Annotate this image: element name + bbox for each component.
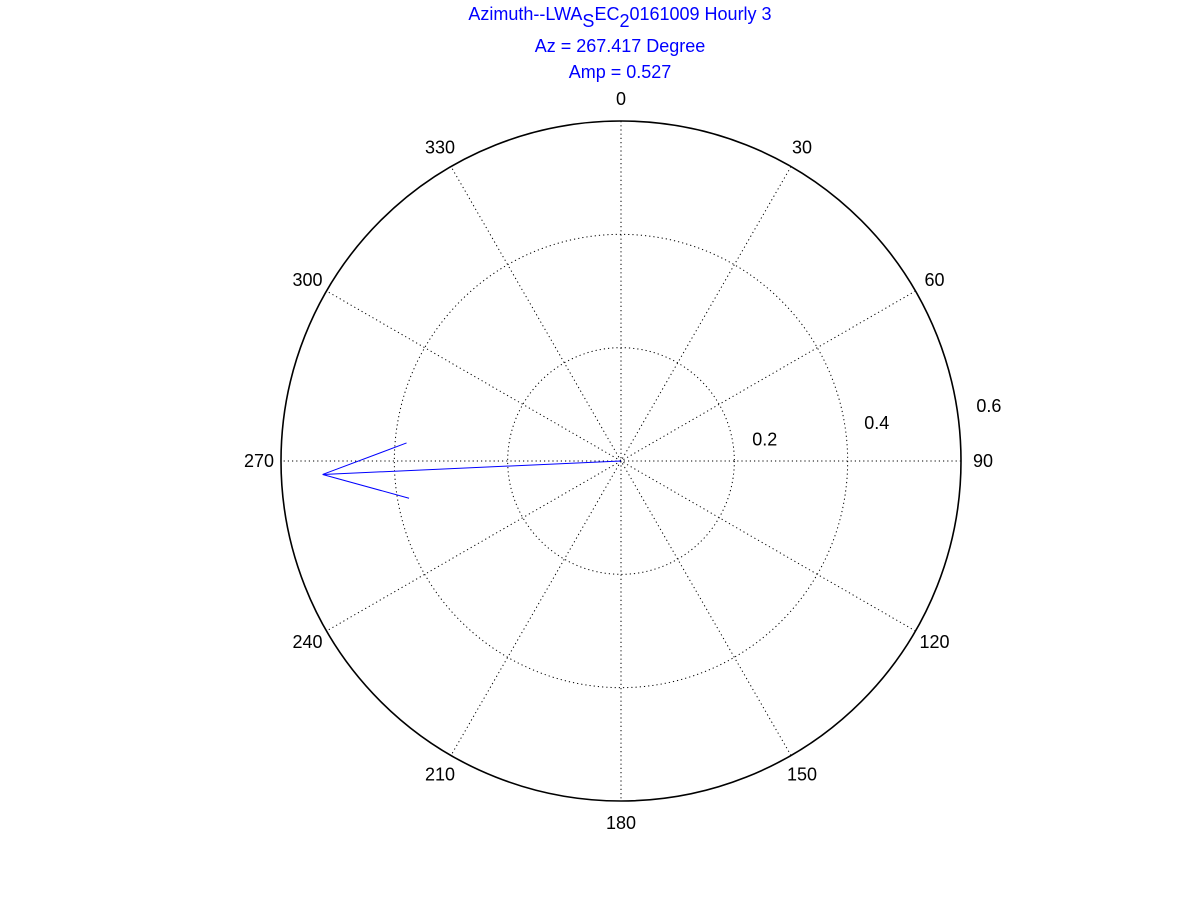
compass-arrow-head-1 — [322, 473, 410, 499]
title-sub1: S — [582, 11, 594, 31]
title-mid: EC — [594, 4, 619, 24]
radial-label-0.4: 0.4 — [864, 413, 889, 433]
compass-vectors — [322, 442, 622, 499]
compass-arrow-0 — [322, 442, 622, 499]
title-sub2: 2 — [619, 11, 629, 31]
angle-tick-labels: 0 30 60 90 120 150 180 210 240 270 300 330 — [244, 89, 993, 833]
angle-label-180: 180 — [606, 813, 636, 833]
chart-title-line3: Amp = 0.527 — [569, 62, 672, 82]
angle-label-300: 300 — [292, 270, 322, 290]
compass-arrow-head-0 — [322, 442, 407, 475]
angle-label-330: 330 — [425, 137, 455, 157]
ring-0.2 — [507, 347, 735, 575]
radial-grid — [393, 233, 849, 689]
angle-label-210: 210 — [425, 765, 455, 785]
angle-label-0: 0 — [616, 89, 626, 109]
angle-label-90: 90 — [973, 451, 993, 471]
angle-label-120: 120 — [919, 632, 949, 652]
angle-label-150: 150 — [787, 765, 817, 785]
radial-label-0.2: 0.2 — [752, 430, 777, 450]
ring-0.4 — [393, 233, 849, 689]
compass-arrow-shaft — [322, 460, 622, 475]
chart-title-line1: Azimuth--LWASEC20161009 Hourly 3 — [468, 4, 771, 31]
radial-tick-labels: 0.2 0.4 0.6 — [752, 396, 1001, 450]
radial-label-0.6: 0.6 — [976, 396, 1001, 416]
title-tail: 0161009 Hourly 3 — [629, 4, 771, 24]
angle-label-270: 270 — [244, 451, 274, 471]
angle-label-60: 60 — [924, 270, 944, 290]
title-main: Azimuth--LWA — [468, 4, 582, 24]
angle-label-240: 240 — [292, 632, 322, 652]
angle-label-30: 30 — [792, 137, 812, 157]
chart-title-line2: Az = 267.417 Degree — [535, 36, 706, 56]
